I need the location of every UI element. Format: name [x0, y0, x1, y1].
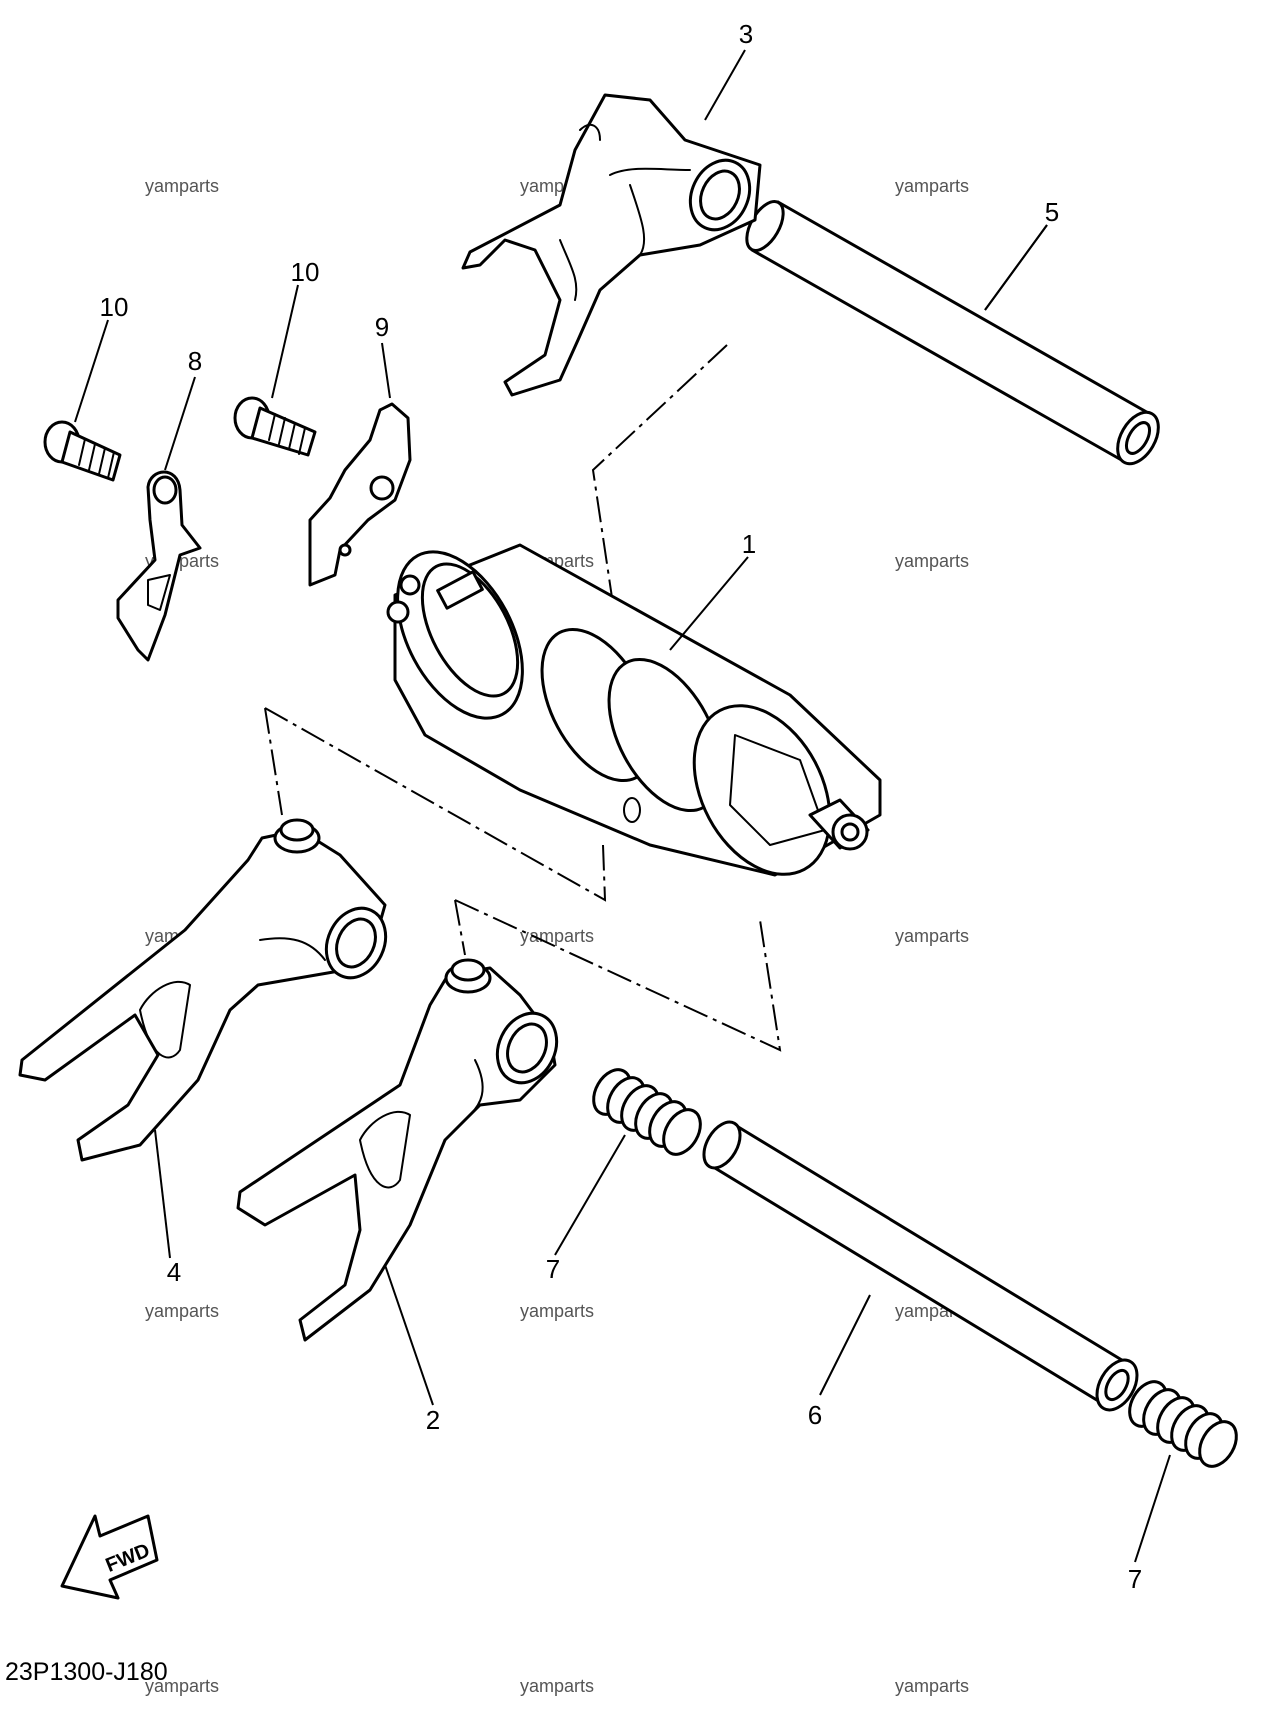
watermark: yamparts	[145, 1301, 219, 1321]
assembly-line-fork2	[454, 899, 782, 1052]
callouts: 3 5 1 8 9 10 10 4 2 7 6 7	[100, 19, 1143, 1594]
assembly-lines	[264, 344, 782, 1052]
callout-5: 5	[1045, 197, 1059, 227]
shift-shaft-6	[702, 1120, 1139, 1412]
callout-7-lower: 7	[1128, 1564, 1142, 1594]
watermark: yamparts	[895, 1676, 969, 1696]
shift-fork-4	[18, 818, 388, 1162]
shift-fork-3	[461, 93, 762, 397]
watermark: yamparts	[145, 176, 219, 196]
callout-2: 2	[426, 1405, 440, 1435]
watermark: yamparts	[520, 1676, 594, 1696]
spring-7-upper	[592, 1068, 702, 1156]
shift-shaft-5	[745, 200, 1160, 466]
callout-8: 8	[188, 346, 202, 376]
callout-3: 3	[739, 19, 753, 49]
diagram-code: 23P1300-J180	[5, 1658, 168, 1686]
callout-1: 1	[742, 529, 756, 559]
segment-9	[308, 402, 412, 587]
shift-fork-2	[236, 958, 559, 1342]
callout-4: 4	[167, 1257, 181, 1287]
callout-9: 9	[375, 312, 389, 342]
watermarks: yamparts yamparts yamparts yamparts yamp…	[145, 176, 969, 1696]
shift-drum-1	[386, 543, 882, 877]
watermark: yamparts	[895, 926, 969, 946]
watermark: yamparts	[895, 551, 969, 571]
bolt-10-left	[43, 420, 122, 482]
fwd-arrow: FWD	[60, 1514, 159, 1600]
callout-6: 6	[808, 1400, 822, 1430]
stopper-lever-8	[116, 470, 202, 662]
watermark: yamparts	[895, 176, 969, 196]
callout-7-upper: 7	[546, 1254, 560, 1284]
watermark: yamparts	[145, 1676, 219, 1696]
watermark: yamparts	[520, 926, 594, 946]
leader-lines	[74, 49, 1171, 1563]
spring-7-lower	[1128, 1380, 1238, 1468]
callout-10-right: 10	[291, 257, 320, 287]
watermark: yamparts	[520, 1301, 594, 1321]
callout-10-left: 10	[100, 292, 129, 322]
bolt-10-right	[233, 396, 317, 457]
assembly-line-fork4	[264, 707, 607, 902]
